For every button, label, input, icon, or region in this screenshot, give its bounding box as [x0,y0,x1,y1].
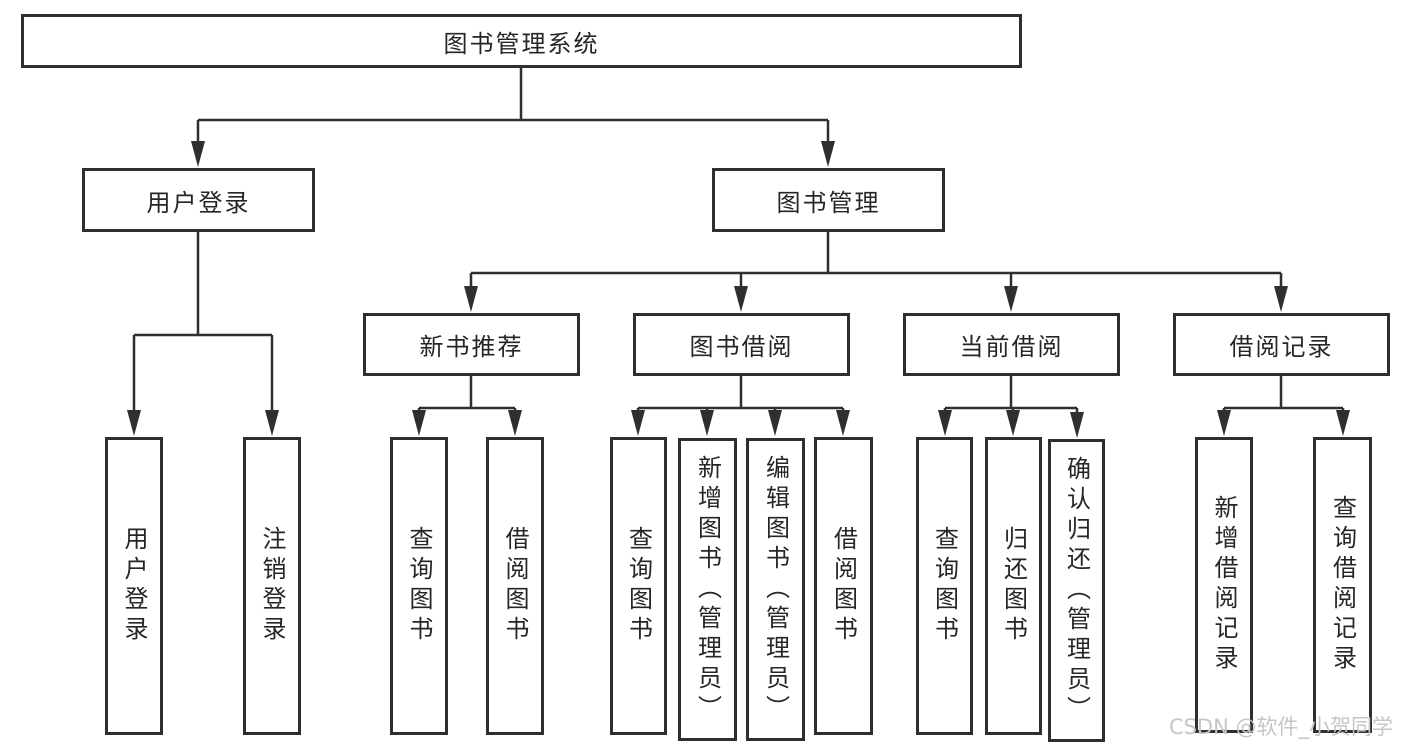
node-leaf-cb-query-book: 查询图书 [916,437,973,735]
node-label: 当前借阅 [959,333,1064,361]
node-label: 查询图书 [930,526,959,646]
node-label: 归还图书 [999,526,1028,646]
connector-new-book-rec-branch [412,376,522,436]
node-leaf-login: 用户登录 [105,437,163,735]
node-label: 注销登录 [258,526,286,646]
connector-book-borrow-branch [631,376,850,436]
node-new-book-rec: 新书推荐 [363,313,580,376]
node-label: 借阅图书 [829,526,858,646]
node-leaf-br-query-record: 查询借阅记录 [1313,437,1372,733]
node-label: 查询图书 [624,526,653,646]
node-label: 图书管理 [776,188,881,217]
node-label: 确认归还（管理员） [1062,455,1091,726]
node-leaf-bb-borrow-book: 借阅图书 [814,437,873,735]
node-book-mgmt: 图书管理 [712,168,945,232]
node-current-borrow: 当前借阅 [903,313,1120,376]
node-label: 借阅记录 [1229,333,1334,361]
node-leaf-bb-add-book: 新增图书（管理员） [678,438,737,741]
connector-root-to-level2 [191,68,835,167]
node-label: 图书管理系统 [443,29,600,58]
node-label: 用户登录 [120,526,148,646]
node-leaf-br-add-record: 新增借阅记录 [1195,437,1253,733]
node-label: 用户登录 [146,188,251,217]
node-leaf-rec-borrow-book: 借阅图书 [486,437,544,735]
node-leaf-rec-query-book: 查询图书 [390,437,448,735]
connector-current-borrow-branch [938,376,1084,438]
node-user-login: 用户登录 [82,168,315,232]
node-label: 新书推荐 [419,333,524,361]
watermark: CSDN @软件_小贺同学 [1168,715,1393,739]
node-leaf-cb-return-book: 归还图书 [985,437,1042,735]
node-label: 编辑图书（管理员） [761,454,790,725]
connector-user-login-branch [127,232,279,436]
node-root: 图书管理系统 [21,14,1022,68]
node-label: 查询图书 [405,526,433,646]
node-leaf-logout: 注销登录 [243,437,301,735]
node-label: 查询借阅记录 [1328,495,1357,675]
connector-borrow-record-branch [1217,376,1350,436]
node-label: 借阅图书 [501,526,529,646]
node-leaf-bb-query-book: 查询图书 [610,437,667,735]
node-book-borrow: 图书借阅 [633,313,850,376]
connector-book-mgmt-branch [464,232,1288,312]
node-borrow-record: 借阅记录 [1173,313,1390,376]
node-label: 新增借阅记录 [1210,495,1238,675]
node-leaf-cb-confirm-return: 确认归还（管理员） [1048,439,1105,742]
node-label: 图书借阅 [689,333,794,361]
node-leaf-bb-edit-book: 编辑图书（管理员） [746,438,805,741]
node-label: 新增图书（管理员） [693,454,722,725]
